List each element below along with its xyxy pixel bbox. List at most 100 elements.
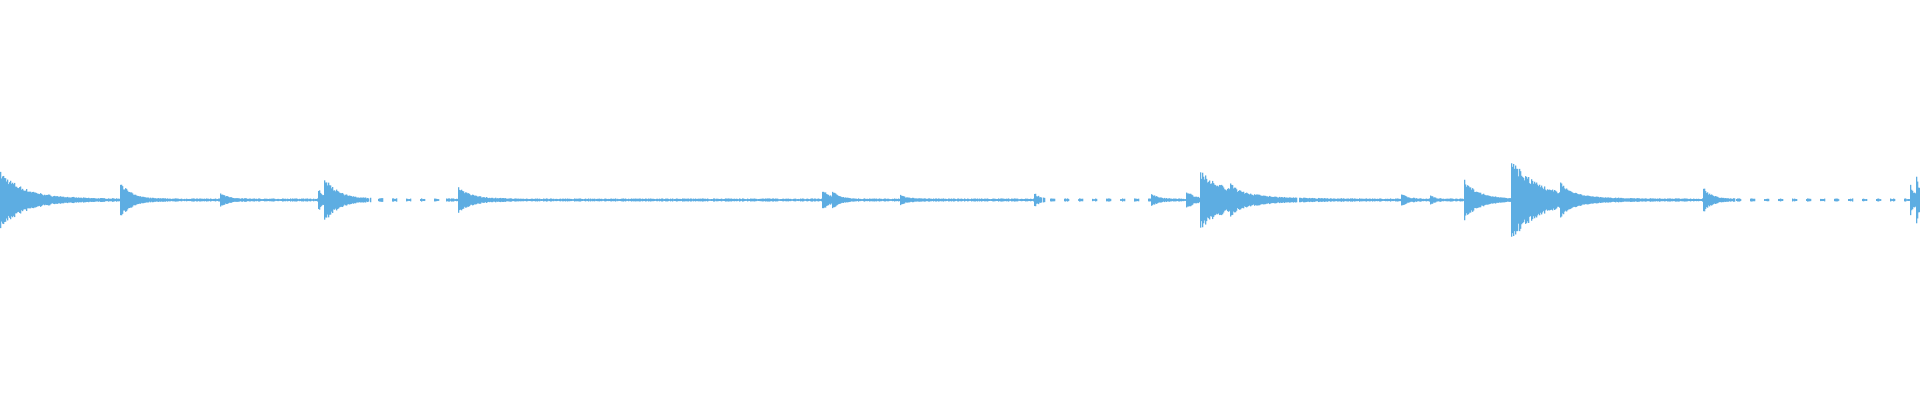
waveform-bin xyxy=(700,198,702,202)
waveform-bin xyxy=(566,199,568,201)
waveform-bin xyxy=(691,198,693,202)
waveform-bin xyxy=(890,199,892,201)
waveform-bin xyxy=(279,199,281,201)
waveform-bin xyxy=(695,198,697,202)
waveform-bin xyxy=(597,198,599,202)
waveform-bin xyxy=(1310,198,1312,202)
waveform-bin xyxy=(226,196,228,204)
waveform-bin xyxy=(1551,190,1553,210)
waveform-bin xyxy=(1708,194,1710,206)
waveform-bin xyxy=(1835,198,1837,202)
waveform-bin xyxy=(933,198,935,202)
waveform-bin xyxy=(1567,189,1569,211)
waveform-bin xyxy=(1705,191,1707,209)
waveform-bin xyxy=(181,198,183,202)
waveform-bin xyxy=(1428,198,1430,202)
waveform-bin xyxy=(507,198,509,202)
waveform-bin xyxy=(457,198,459,202)
waveform-bin xyxy=(1635,198,1637,202)
waveform-bin xyxy=(501,198,503,202)
waveform-bin xyxy=(1584,195,1586,205)
waveform-bin xyxy=(798,198,800,202)
waveform-bin xyxy=(1288,197,1290,203)
waveform-bin xyxy=(1262,195,1264,205)
waveform-bin xyxy=(950,198,952,202)
waveform-bin xyxy=(1862,198,1864,202)
waveform-bin xyxy=(998,198,1000,202)
waveform-bin xyxy=(727,198,729,202)
waveform-bin xyxy=(1639,198,1641,202)
waveform-bin xyxy=(1452,198,1454,202)
waveform-bin xyxy=(665,198,667,202)
waveform-bin xyxy=(233,198,235,202)
waveform-bin xyxy=(200,198,202,202)
waveform-bin xyxy=(1607,197,1609,203)
waveform-bin xyxy=(394,199,396,201)
waveform-bin xyxy=(1276,196,1278,204)
waveform-bin xyxy=(1044,197,1046,203)
waveform-bin xyxy=(188,198,190,202)
waveform-bin xyxy=(846,197,848,203)
waveform-bin xyxy=(928,198,930,202)
waveform-bin xyxy=(1180,198,1182,202)
waveform-bin xyxy=(1511,163,1513,237)
waveform-bin xyxy=(981,198,983,202)
waveform-bin xyxy=(743,198,745,202)
waveform-bin xyxy=(886,199,888,201)
waveform-bin xyxy=(836,194,838,206)
waveform-bin xyxy=(1124,198,1126,202)
waveform-bin xyxy=(1374,198,1376,202)
waveform-bin xyxy=(211,198,213,202)
waveform-bin xyxy=(1376,198,1378,202)
waveform-bin xyxy=(978,199,980,201)
waveform-bin xyxy=(275,199,277,201)
waveform-bin xyxy=(954,198,956,202)
waveform-bin xyxy=(1352,198,1354,202)
waveform-bin xyxy=(1252,194,1254,206)
waveform-bin xyxy=(1592,196,1594,204)
waveform-bin xyxy=(379,198,381,202)
waveform-bin xyxy=(304,199,306,201)
waveform-bin xyxy=(1781,199,1783,201)
waveform-bin xyxy=(360,197,362,203)
waveform-bin xyxy=(248,198,250,202)
waveform-bin xyxy=(574,198,576,202)
waveform-bin xyxy=(1215,185,1217,215)
waveform-bin xyxy=(1008,198,1010,202)
waveform-bin xyxy=(1006,198,1008,202)
waveform-bin xyxy=(1779,198,1781,202)
waveform-bin xyxy=(4,178,6,222)
waveform-bin xyxy=(244,198,246,202)
waveform-bin xyxy=(751,198,753,202)
waveform-bin xyxy=(62,196,64,204)
waveform-bin xyxy=(1733,198,1735,202)
waveform-bin xyxy=(1273,196,1275,204)
waveform-bin xyxy=(370,197,372,203)
waveform-bin xyxy=(697,198,699,202)
waveform-bin xyxy=(1645,198,1647,202)
waveform-bin xyxy=(1866,198,1868,202)
waveform-bin xyxy=(1191,194,1193,206)
waveform-bin xyxy=(96,198,98,202)
waveform-bin xyxy=(903,196,905,204)
waveform-bin xyxy=(1542,187,1544,213)
waveform-bin xyxy=(86,198,88,202)
waveform-bin xyxy=(108,198,110,202)
waveform-bin xyxy=(1717,196,1719,204)
waveform-bin xyxy=(1445,198,1447,202)
waveform-bin xyxy=(756,198,758,202)
waveform-bin xyxy=(1162,198,1164,202)
waveform-bin xyxy=(250,198,252,202)
waveform-bin xyxy=(43,195,45,205)
waveform-bin xyxy=(301,198,303,202)
waveform-bin xyxy=(1021,198,1023,202)
waveform-bin xyxy=(1201,178,1203,222)
waveform-bin xyxy=(1412,198,1414,202)
waveform-bin xyxy=(438,199,440,201)
waveform-bin xyxy=(1909,199,1911,201)
waveform-bin xyxy=(349,195,351,205)
waveform-bin xyxy=(466,192,468,208)
waveform-bin xyxy=(311,199,313,201)
waveform-bin xyxy=(1356,198,1358,202)
waveform-bin xyxy=(1632,198,1634,202)
